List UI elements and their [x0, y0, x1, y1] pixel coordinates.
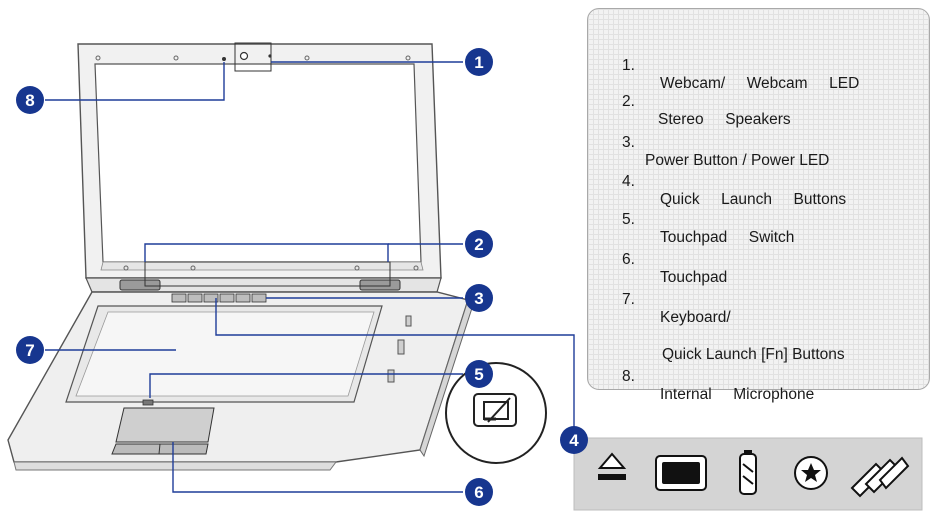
callout-3: 3: [465, 284, 493, 312]
callout-4: 4: [560, 426, 588, 454]
legend-item-8: 8. Internal Microphone: [622, 368, 815, 403]
touchpad-switch-zoom: [445, 362, 547, 464]
callout-1: 1: [465, 48, 493, 76]
callout-7: 7: [16, 336, 44, 364]
svg-text:7: 7: [25, 341, 34, 360]
display-icon: [655, 455, 707, 491]
legend-item-6: 6. Touchpad: [622, 251, 728, 286]
touchpad: [115, 407, 215, 443]
legend-item-4: 4. Quick Launch Buttons: [622, 173, 847, 208]
eject-icon: [597, 452, 627, 480]
touchpad-switch: [142, 399, 154, 406]
speaker-right: [359, 279, 401, 291]
legend-item-5: 5. Touchpad Switch: [622, 211, 795, 246]
touchpad-disable-icon: [483, 397, 511, 423]
callout-8: 8: [16, 86, 44, 114]
legend-item-2: 2. Stereo Speakers: [622, 93, 791, 128]
battery-icon: [739, 450, 757, 495]
legend-item-7-continued: Quick Launch [Fn] Buttons: [662, 346, 845, 363]
webcam-lens: [239, 51, 249, 61]
speaker-left: [119, 279, 161, 291]
svg-text:2: 2: [474, 235, 483, 254]
laptop-lid: [77, 42, 442, 293]
laptop-base: [7, 291, 473, 471]
laptop-screen: [94, 63, 422, 263]
svg-text:5: 5: [474, 365, 483, 384]
legend-item-7: 7. Keyboard/: [622, 291, 731, 326]
microphone: [222, 57, 226, 61]
callout-badges: 1 8 2 3 7 5 4 6: [16, 48, 588, 506]
callout-5: 5: [465, 360, 493, 388]
star-icon: [794, 456, 828, 490]
callout-2: 2: [465, 230, 493, 258]
svg-text:1: 1: [474, 53, 483, 72]
legend-panel: 1. Webcam/ Webcam LED 2. Stereo Speakers…: [587, 8, 930, 403]
svg-text:3: 3: [474, 289, 483, 308]
svg-text:4: 4: [569, 431, 579, 450]
leader-lines: [45, 61, 575, 493]
wireless-icon: [850, 456, 910, 498]
legend-item-1: 1. Webcam/ Webcam LED: [622, 57, 860, 92]
callout-6: 6: [465, 478, 493, 506]
quick-launch-keys: [171, 293, 267, 303]
quick-launch-strip: [573, 437, 923, 511]
webcam-led: [268, 54, 272, 58]
svg-text:6: 6: [474, 483, 483, 502]
svg-text:8: 8: [25, 91, 34, 110]
legend-item-3: 3. Power Button / Power LED: [622, 134, 830, 169]
